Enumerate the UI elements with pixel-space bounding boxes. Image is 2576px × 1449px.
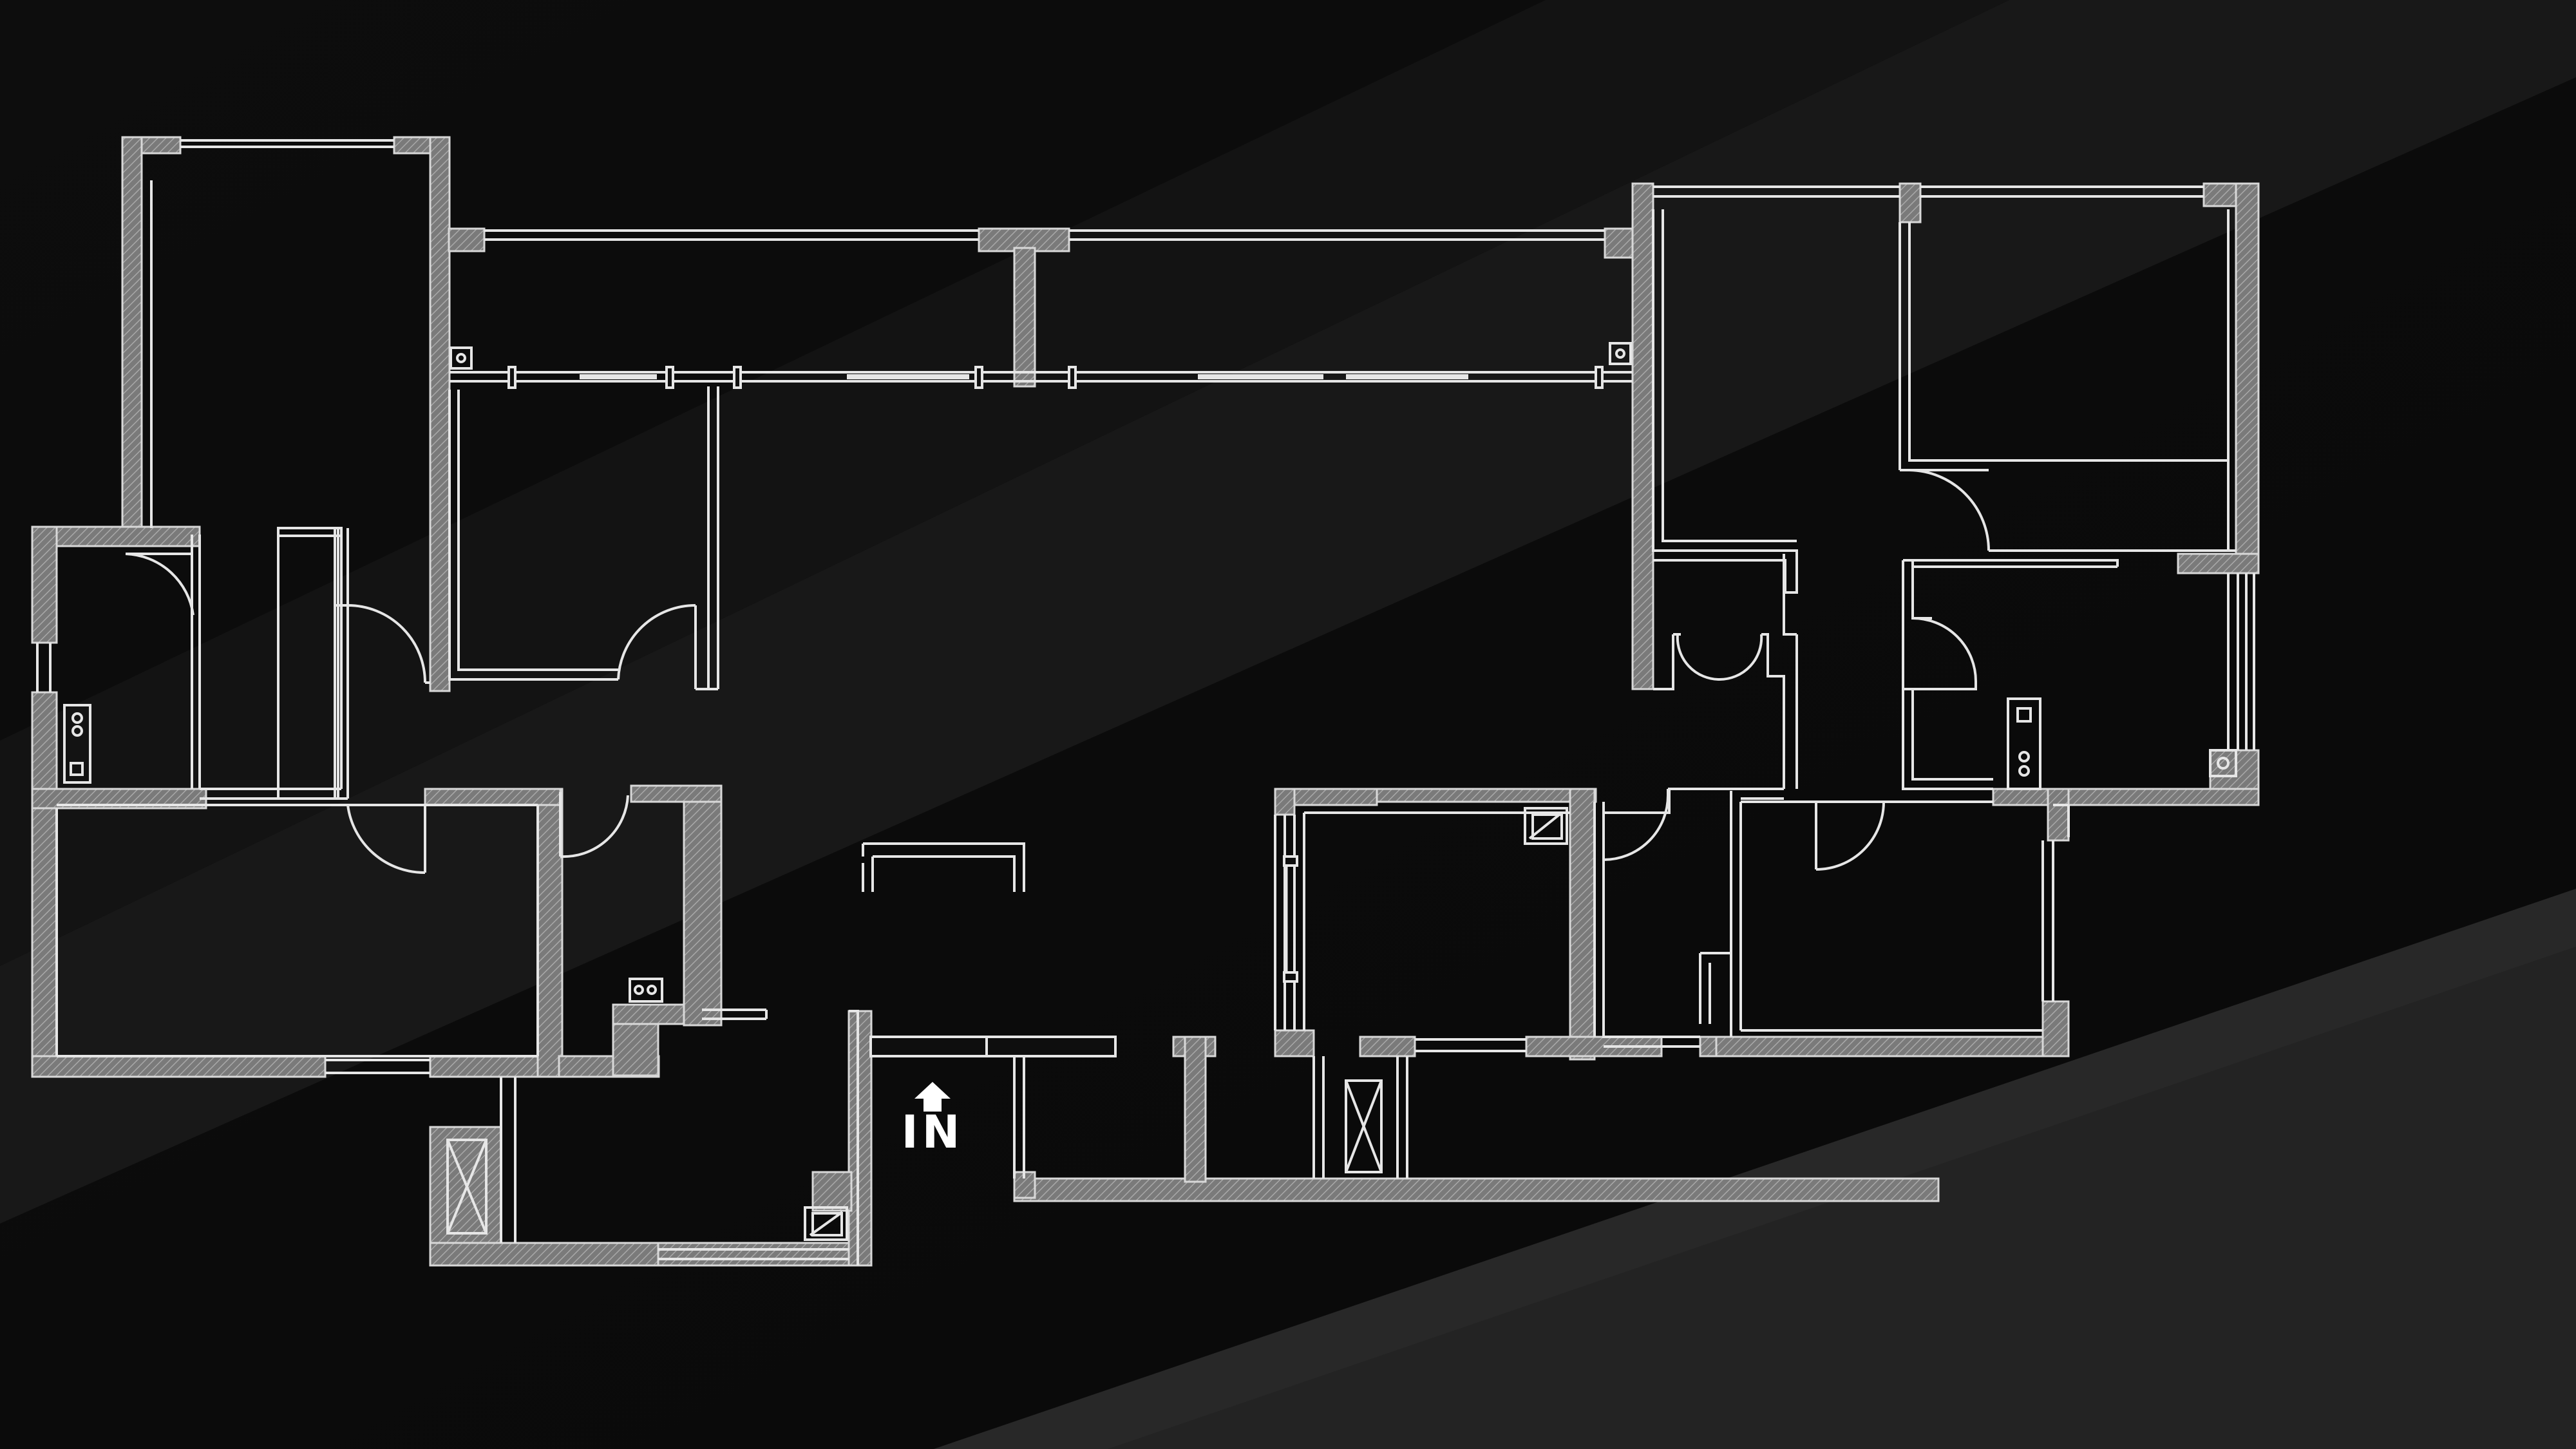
sink-icon bbox=[450, 346, 473, 370]
light-band-lower-edge bbox=[934, 889, 2576, 1449]
walls bbox=[31, 136, 2260, 1267]
wardrobe-cross-icon bbox=[446, 1139, 488, 1235]
sink-icon bbox=[2209, 749, 2237, 777]
light-band-upper bbox=[0, 0, 2576, 1224]
toilet-icon bbox=[804, 1206, 848, 1241]
kitchen-stove-icon bbox=[2007, 697, 2041, 790]
toilet-icon bbox=[1524, 807, 1568, 845]
arrow-up-icon bbox=[914, 1082, 951, 1112]
sink-icon bbox=[629, 978, 663, 1003]
kitchen-stove-icon bbox=[63, 704, 91, 784]
sink-icon bbox=[1609, 342, 1632, 365]
wardrobe-cross-icon bbox=[1345, 1079, 1383, 1173]
entry-marker: IN bbox=[902, 1082, 964, 1159]
thin-lines bbox=[36, 139, 2255, 1265]
entry-label: IN bbox=[902, 1106, 964, 1159]
light-band-middle bbox=[0, 0, 2009, 966]
